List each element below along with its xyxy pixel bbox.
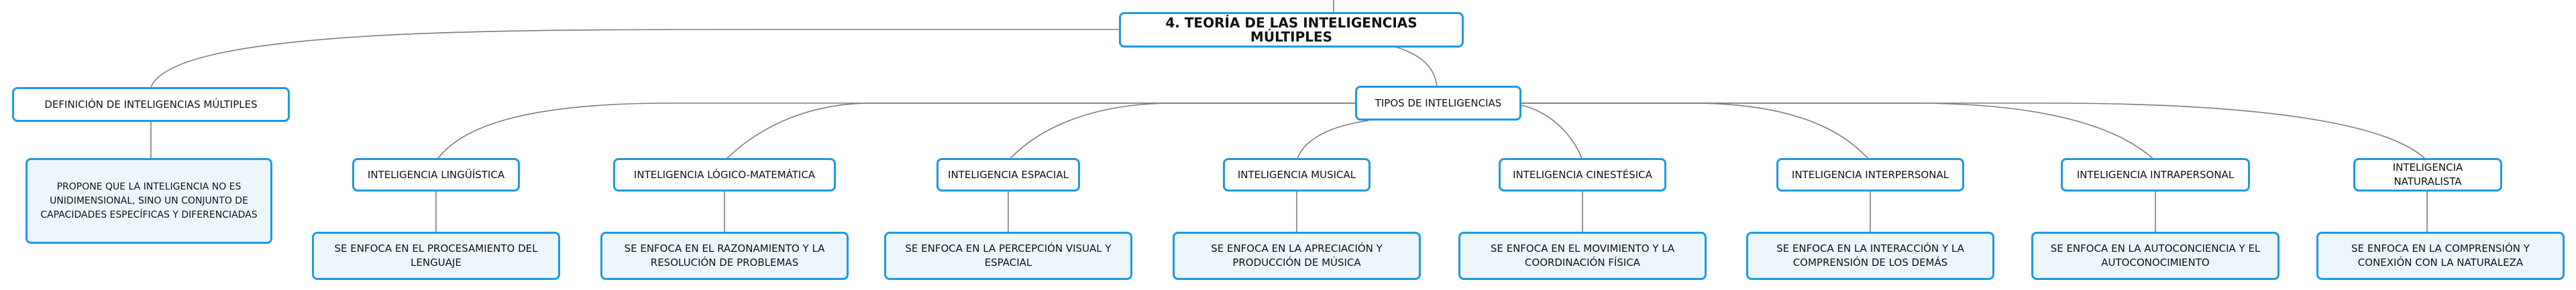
connector-types-espacial xyxy=(1008,102,1355,161)
types-label: TIPOS DE INTELIGENCIAS xyxy=(1375,96,1502,109)
connector-types-musical xyxy=(1296,120,1369,161)
description-intrapersonal-text: SE ENFOCA EN LA AUTOCONCIENCIA Y EL AUTO… xyxy=(2050,242,2261,269)
types-node[interactable]: TIPOS DE INTELIGENCIAS xyxy=(1355,86,1521,121)
description-cinestesica[interactable]: SE ENFOCA EN EL MOVIMIENTO Y LA COORDINA… xyxy=(1458,232,1707,280)
intelligence-interpersonal[interactable]: INTELIGENCIA INTERPERSONAL xyxy=(1776,158,1964,192)
definition-description: PROPONE QUE LA INTELIGENCIA NO ES UNIDIM… xyxy=(40,181,258,220)
description-naturalista-text: SE ENFOCA EN LA COMPRENSIÓN Y CONEXIÓN C… xyxy=(2351,242,2530,269)
root-node[interactable]: 4. TEORÍA DE LAS INTELIGENCIAS MÚLTIPLES xyxy=(1119,12,1464,48)
intelligence-naturalista-label: INTELIGENCIA NATURALISTA xyxy=(2392,161,2463,188)
intelligence-logico-matematica[interactable]: INTELIGENCIA LÓGICO-MATEMÁTICA xyxy=(613,158,836,192)
description-espacial-text: SE ENFOCA EN LA PERCEPCIÓN VISUAL Y ESPA… xyxy=(905,242,1112,269)
description-musical[interactable]: SE ENFOCA EN LA APRECIACIÓN Y PRODUCCIÓN… xyxy=(1173,232,1421,280)
intelligence-interpersonal-label: INTELIGENCIA INTERPERSONAL xyxy=(1791,168,1949,181)
connector-types-linguistica xyxy=(435,102,1355,161)
intelligence-linguistica[interactable]: INTELIGENCIA LINGÜÍSTICA xyxy=(352,158,520,192)
description-cinestesica-text: SE ENFOCA EN EL MOVIMIENTO Y LA COORDINA… xyxy=(1490,242,1675,269)
intelligence-musical-label: INTELIGENCIA MUSICAL xyxy=(1237,168,1356,181)
connector-types-intrapersonal xyxy=(1521,102,2156,161)
root-label: 4. TEORÍA DE LAS INTELIGENCIAS MÚLTIPLES xyxy=(1165,14,1417,45)
description-musical-text: SE ENFOCA EN LA APRECIACIÓN Y PRODUCCIÓN… xyxy=(1211,242,1383,269)
definition-description-node[interactable]: PROPONE QUE LA INTELIGENCIA NO ES UNIDIM… xyxy=(25,158,272,244)
description-espacial[interactable]: SE ENFOCA EN LA PERCEPCIÓN VISUAL Y ESPA… xyxy=(884,232,1132,280)
description-logico-matematica[interactable]: SE ENFOCA EN EL RAZONAMIENTO Y LA RESOLU… xyxy=(600,232,849,280)
intelligence-espacial-label: INTELIGENCIA ESPACIAL xyxy=(948,168,1069,181)
intelligence-logico-matematica-label: INTELIGENCIA LÓGICO-MATEMÁTICA xyxy=(633,168,816,181)
intelligence-musical[interactable]: INTELIGENCIA MUSICAL xyxy=(1223,158,1371,192)
description-logico-matematica-text: SE ENFOCA EN EL RAZONAMIENTO Y LA RESOLU… xyxy=(624,242,825,269)
intelligence-linguistica-label: INTELIGENCIA LINGÜÍSTICA xyxy=(367,168,505,181)
definition-node[interactable]: DEFINICIÓN DE INTELIGENCIAS MÚLTIPLES xyxy=(12,87,290,122)
intelligence-intrapersonal[interactable]: INTELIGENCIA INTRAPERSONAL xyxy=(2061,158,2250,192)
description-interpersonal[interactable]: SE ENFOCA EN LA INTERACCIÓN Y LA COMPREN… xyxy=(1746,232,1994,280)
intelligence-intrapersonal-label: INTELIGENCIA INTRAPERSONAL xyxy=(2076,168,2235,181)
connector-types-naturalista xyxy=(1521,102,2428,161)
connector-types-logico xyxy=(724,102,1355,161)
intelligence-cinestesica-label: INTELIGENCIA CINESTÉSICA xyxy=(1513,168,1652,181)
description-naturalista[interactable]: SE ENFOCA EN LA COMPRENSIÓN Y CONEXIÓN C… xyxy=(2316,232,2565,280)
description-intrapersonal[interactable]: SE ENFOCA EN LA AUTOCONCIENCIA Y EL AUTO… xyxy=(2031,232,2279,280)
connector-root-definition xyxy=(150,29,1119,88)
intelligence-cinestesica[interactable]: INTELIGENCIA CINESTÉSICA xyxy=(1499,158,1666,192)
description-linguistica[interactable]: SE ENFOCA EN EL PROCESAMIENTO DEL LENGUA… xyxy=(312,232,560,280)
description-interpersonal-text: SE ENFOCA EN LA INTERACCIÓN Y LA COMPREN… xyxy=(1776,242,1964,269)
description-linguistica-text: SE ENFOCA EN EL PROCESAMIENTO DEL LENGUA… xyxy=(334,242,538,269)
connector-types-interpersonal xyxy=(1521,102,1871,161)
intelligence-espacial[interactable]: INTELIGENCIA ESPACIAL xyxy=(936,158,1080,192)
intelligence-naturalista[interactable]: INTELIGENCIA NATURALISTA xyxy=(2353,158,2502,192)
definition-label: DEFINICIÓN DE INTELIGENCIAS MÚLTIPLES xyxy=(44,98,258,111)
connector-root-types xyxy=(1395,46,1438,88)
